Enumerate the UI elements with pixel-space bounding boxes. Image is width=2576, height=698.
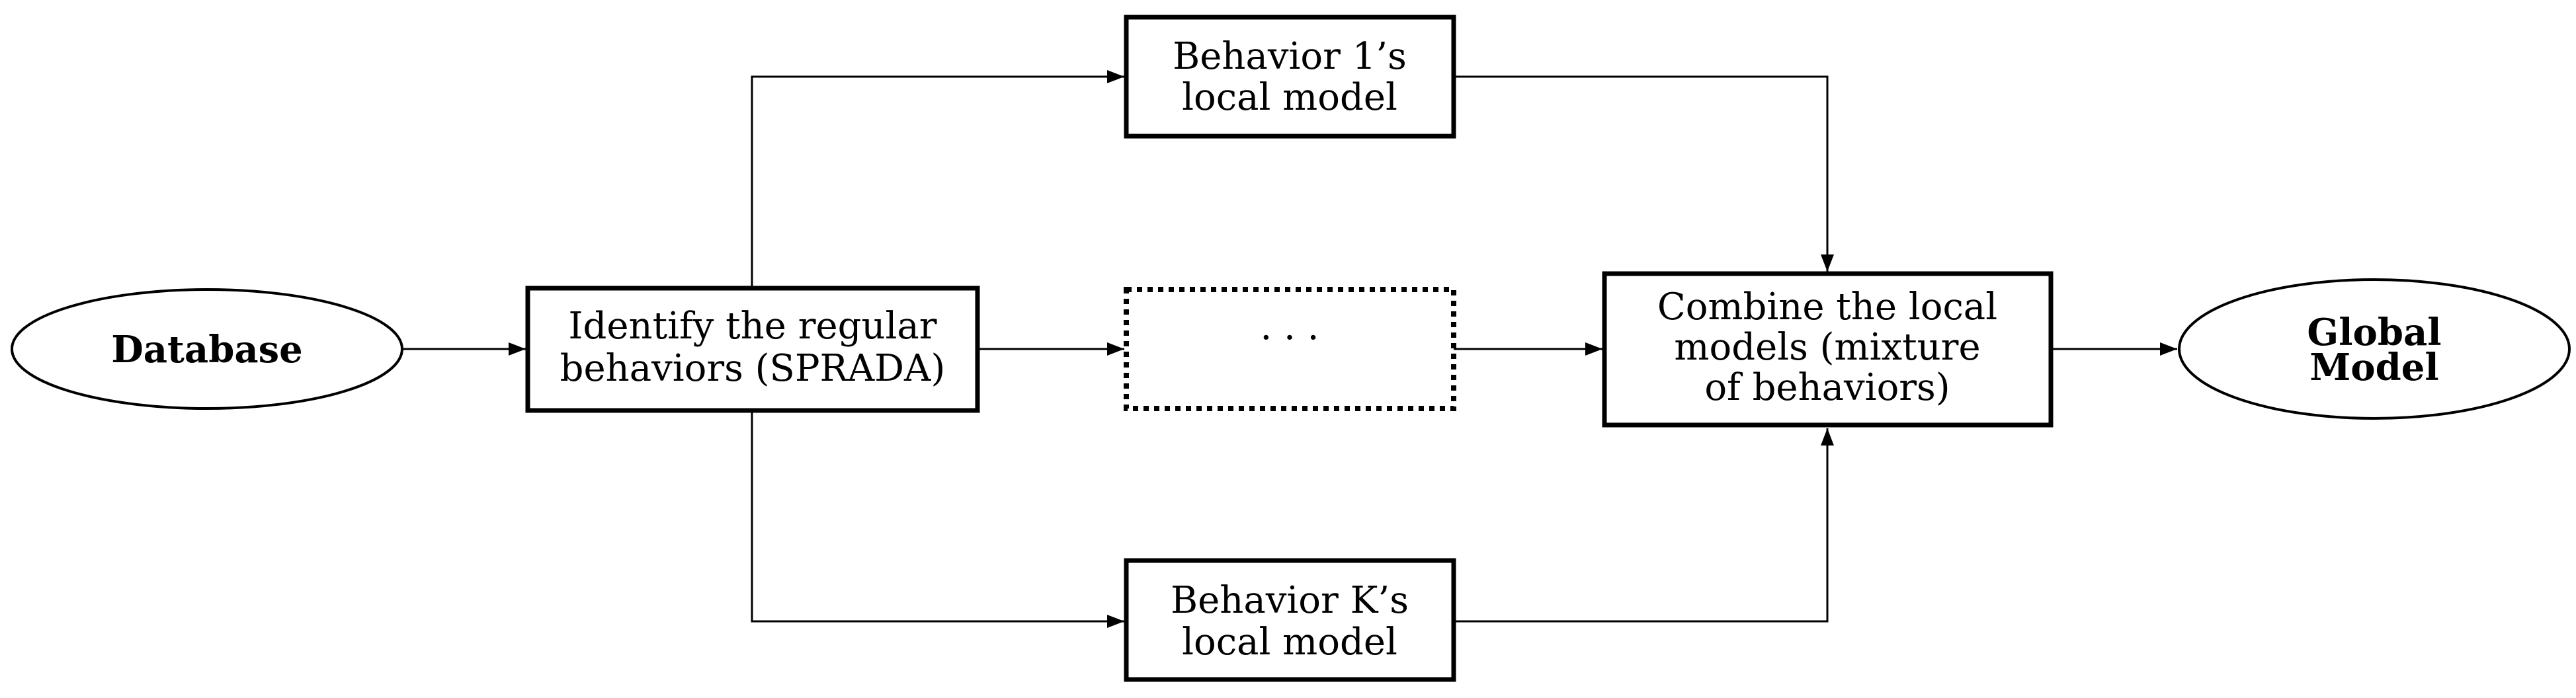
behaviorK-line1: Behavior K’s [1171, 579, 1409, 622]
combine-line2: models (mixture [1674, 326, 1980, 369]
combine-box [1602, 271, 2054, 428]
ellipsis-box [1124, 287, 1456, 411]
node-database: Database [11, 288, 403, 410]
node-global-model: Global Model [2178, 278, 2571, 420]
global-model-line1: Global [2307, 311, 2441, 354]
global-model-shape [2178, 278, 2571, 420]
node-ellipsis: · · · [1124, 287, 1456, 411]
ellipsis-label: · · · [1260, 317, 1319, 360]
edge-behavior1-to-combine [1454, 75, 1834, 272]
identify-box [525, 286, 980, 413]
global-model-line2: Model [2309, 346, 2438, 389]
identify-line2: behaviors (SPRADA) [560, 347, 946, 390]
behaviorK-line2: local model [1182, 621, 1397, 664]
behaviorK-box [1124, 558, 1456, 682]
behavior1-line1: Behavior 1’s [1173, 35, 1407, 78]
edge-identify-to-behavior1 [751, 70, 1124, 288]
edge-identify-to-behaviorK [751, 410, 1124, 628]
combine-line3: of behaviors) [1704, 366, 1950, 409]
node-behavior1: Behavior 1’s local model [1124, 15, 1456, 139]
database-label: Database [111, 328, 303, 371]
edge-behaviorK-to-combine [1454, 428, 1834, 623]
database-shape [11, 288, 403, 410]
node-identify: Identify the regular behaviors (SPRADA) [525, 286, 980, 413]
node-behaviorK: Behavior K’s local model [1124, 558, 1456, 682]
edges [402, 70, 2177, 628]
behavior1-box [1124, 15, 1456, 139]
identify-line1: Identify the regular [568, 305, 936, 348]
behavior1-line2: local model [1182, 76, 1397, 119]
node-combine: Combine the local models (mixture of beh… [1602, 271, 2054, 428]
combine-line1: Combine the local [1657, 286, 1997, 329]
